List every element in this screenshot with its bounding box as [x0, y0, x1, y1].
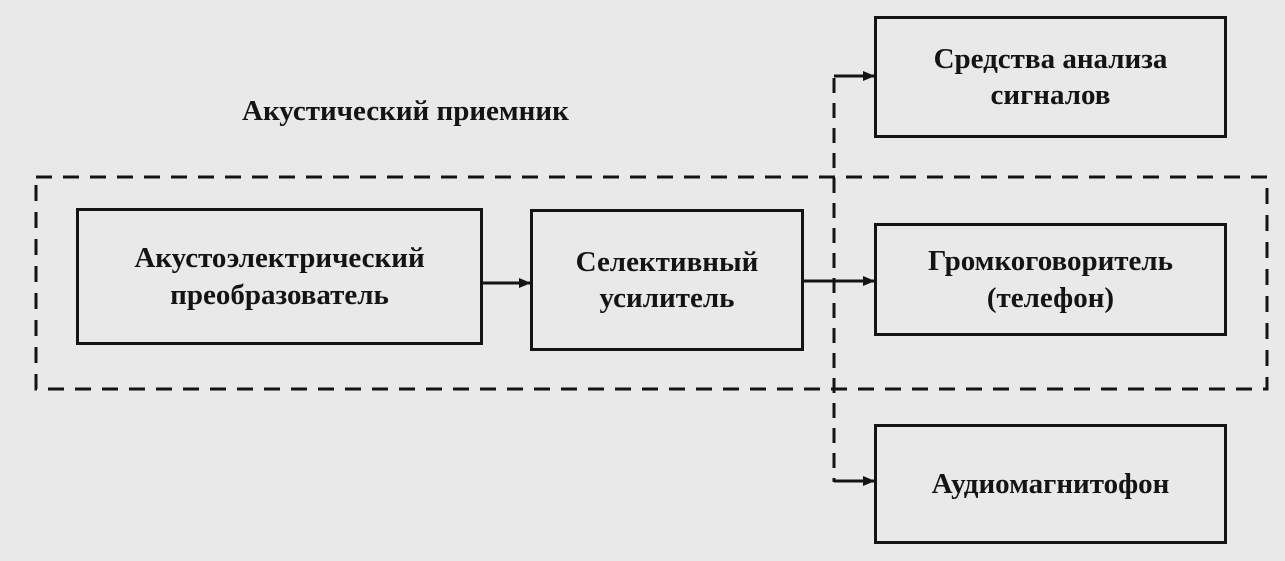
converter-label-line1: Акустоэлектрический	[134, 242, 425, 275]
analysis-box: Средства анализа сигналов	[874, 16, 1227, 138]
speaker-box: Громкоговоритель (телефон)	[874, 223, 1227, 336]
group-label: Акустический приемник	[242, 95, 569, 127]
amplifier-box: Селективный усилитель	[530, 209, 804, 351]
converter-box: Акустоэлектрический преобразователь	[76, 208, 483, 345]
speaker-label-line1: Громкоговоритель	[927, 245, 1174, 278]
amplifier-label-line1: Селективный	[575, 245, 759, 278]
analysis-label-line2: сигналов	[990, 79, 1111, 111]
amplifier-label-line2: усилитель	[599, 282, 735, 314]
speaker-label-line2: (телефон)	[986, 281, 1115, 314]
receiver-group-frame	[34, 175, 1269, 391]
recorder-label: Аудиомагнитофон	[931, 467, 1170, 500]
converter-label-line2: преобразователь	[170, 278, 389, 311]
recorder-box: Аудиомагнитофон	[874, 424, 1227, 544]
analysis-label-line1: Средства анализа	[933, 42, 1168, 75]
